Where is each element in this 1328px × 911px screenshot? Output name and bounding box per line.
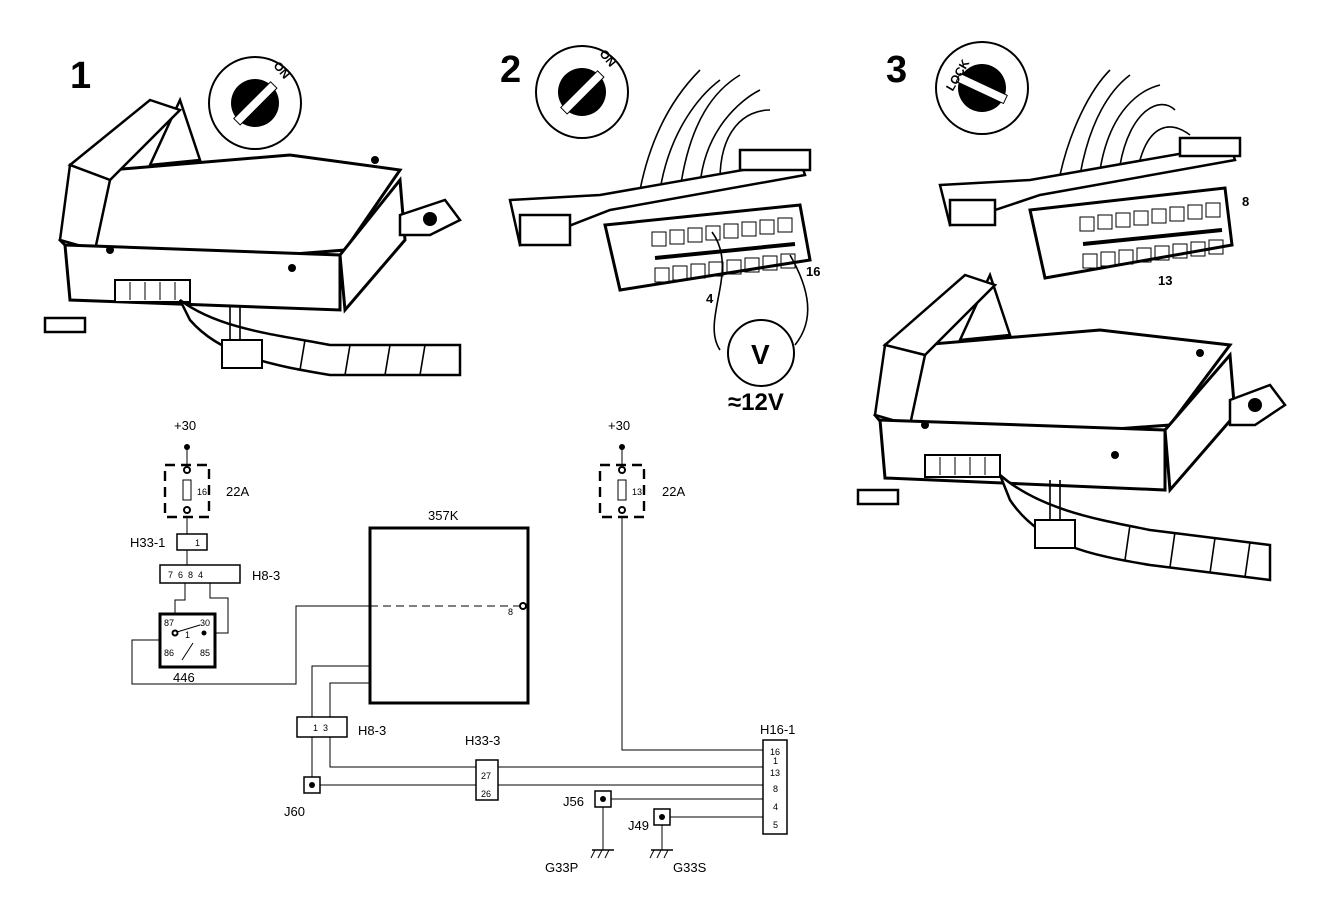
pin-8-label: 8 — [1242, 194, 1249, 209]
connector-h8-3-bottom-pins: 1 3 — [313, 723, 328, 733]
module-label: 357K — [428, 508, 459, 523]
panel-3: 3 LOCK — [856, 41, 1287, 582]
diagnostic-connector-illustration: 8 13 — [938, 69, 1249, 288]
ignition-switch-on-icon: ON — [208, 56, 302, 150]
right-fuse: 13 22A — [598, 463, 685, 519]
voltmeter-symbol: V — [751, 339, 770, 370]
relay-terminal-85: 85 — [200, 648, 210, 658]
connector-h16-1-label: H16-1 — [760, 722, 795, 737]
g33p-label: G33P — [545, 860, 578, 875]
connector-h8-3-top: 7 6 8 4 H8-3 — [159, 564, 280, 584]
connector-pin-row-bottom — [1082, 239, 1224, 269]
h16-1-pin-5: 5 — [773, 820, 778, 830]
module-357k: 357K 8 — [368, 508, 530, 705]
right-fuse-rating: 22A — [662, 484, 685, 499]
relay-446: 87 30 86 85 1 446 — [158, 612, 217, 685]
j56-label: J56 — [563, 794, 584, 809]
panel-2: 2 ON — [500, 45, 820, 416]
splice-j56: J56 — [563, 790, 612, 809]
panel-1-number: 1 — [70, 55, 91, 97]
pin-13-label: 13 — [1158, 273, 1172, 288]
pin-16-label: 16 — [806, 264, 820, 279]
left-supply-label: +30 — [174, 418, 196, 433]
connector-h33-3-pin-a: 27 — [481, 771, 491, 781]
ecu-module-illustration — [856, 271, 1287, 582]
panel-3-number: 3 — [886, 49, 907, 91]
connector-h33-1-label: H33-1 — [130, 535, 165, 550]
connector-pin-row-bottom — [654, 253, 796, 283]
connector-h16-1: H16-1 16 1 13 8 4 5 — [760, 722, 795, 835]
ground-g33p-icon: G33P — [545, 849, 614, 875]
relay-terminal-86: 86 — [164, 648, 174, 658]
ignition-switch-lock-icon: LOCK — [935, 41, 1029, 135]
connector-h8-3-top-pins: 7 6 8 4 — [168, 570, 203, 580]
pin-4-label: 4 — [706, 291, 714, 306]
splice-j49: J49 — [628, 808, 671, 833]
panel-1: 1 ON — [43, 55, 462, 377]
h16-1-pin-8: 8 — [773, 784, 778, 794]
relay-terminal-87: 87 — [164, 618, 174, 628]
h16-1-pin-16: 16 — [770, 747, 780, 757]
h16-1-pin-1: 1 — [773, 756, 778, 766]
j60-label: J60 — [284, 804, 305, 819]
ground-g33s-icon: G33S — [649, 849, 707, 875]
voltmeter-icon: V — [727, 319, 795, 387]
left-fuse: 16 22A — [163, 463, 249, 519]
wiring-schematic: +30 16 22A H33-1 1 7 6 8 4 H8-3 87 3 — [130, 418, 795, 875]
panel-2-number: 2 — [500, 49, 521, 91]
connector-pin-row-top — [1079, 202, 1221, 232]
left-fuse-rating: 22A — [226, 484, 249, 499]
relay-label: 446 — [173, 670, 195, 685]
left-fuse-number: 16 — [197, 487, 207, 497]
connector-h33-1-pin: 1 — [195, 538, 200, 548]
h16-1-pin-13: 13 — [770, 768, 780, 778]
connector-h33-3-pin-b: 26 — [481, 789, 491, 799]
relay-contact: 1 — [185, 630, 190, 640]
connector-h8-3-bottom-label: H8-3 — [358, 723, 386, 738]
connector-h8-3-bottom: 1 3 H8-3 — [296, 716, 386, 738]
ecu-module-illustration — [43, 96, 462, 377]
relay-terminal-30: 30 — [200, 618, 210, 628]
ignition-switch-on-icon: ON — [535, 45, 629, 139]
connector-pin-row-top — [651, 217, 793, 247]
j49-label: J49 — [628, 818, 649, 833]
voltage-reading: ≈12V — [728, 389, 784, 416]
splice-j60: J60 — [284, 776, 321, 819]
right-fuse-number: 13 — [632, 487, 642, 497]
connector-h33-1: H33-1 1 — [130, 533, 208, 551]
connector-h33-3: H33-3 27 26 — [465, 733, 500, 801]
g33s-label: G33S — [673, 860, 707, 875]
module-pin: 8 — [508, 607, 513, 617]
h16-1-pin-4: 4 — [773, 802, 778, 812]
right-supply-label: +30 — [608, 418, 630, 433]
connector-h8-3-top-label: H8-3 — [252, 568, 280, 583]
diagnostic-connector-illustration: 4 16 — [508, 69, 820, 351]
connector-h33-3-label: H33-3 — [465, 733, 500, 748]
